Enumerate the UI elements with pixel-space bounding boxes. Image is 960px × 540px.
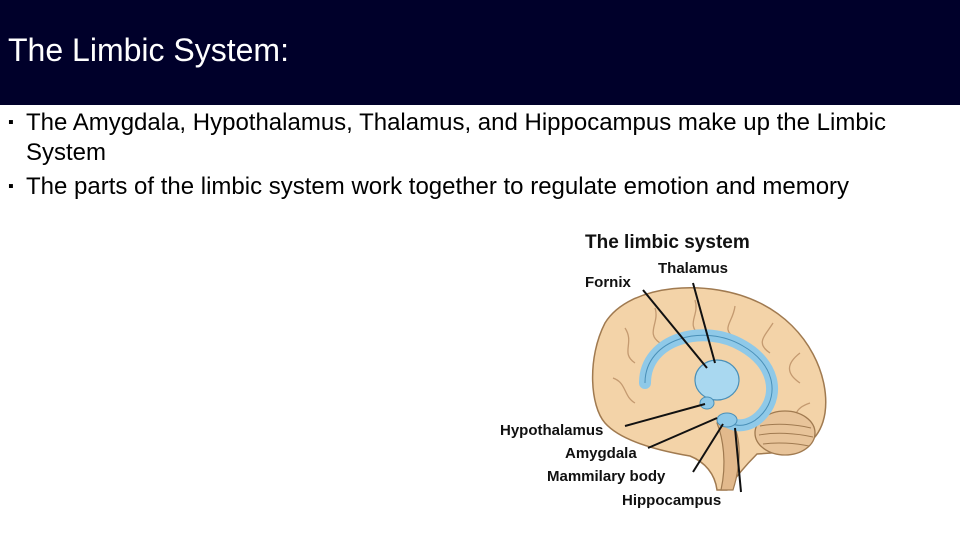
cerebellum-folds	[758, 423, 814, 447]
label-mammilary-body: Mammilary body	[547, 468, 666, 485]
bullet-list: ▪ The Amygdala, Hypothalamus, Thalamus, …	[8, 108, 953, 206]
bullet-text: The Amygdala, Hypothalamus, Thalamus, an…	[26, 109, 887, 166]
figure-title: The limbic system	[585, 232, 750, 253]
limbic-system-figure: The limbic system Fornix Thalamus Hypoth…	[495, 228, 835, 518]
bullet-item: ▪ The parts of the limbic system work to…	[8, 172, 953, 202]
label-hypothalamus: Hypothalamus	[500, 422, 603, 439]
thalamus-shape	[694, 359, 740, 401]
bullet-text: The parts of the limbic system work toge…	[26, 173, 850, 200]
brainstem	[716, 417, 740, 491]
leader-lines	[624, 282, 742, 493]
amygdala-shape	[716, 412, 738, 428]
bullet-square-icon: ▪	[8, 114, 14, 131]
bullet-item: ▪ The Amygdala, Hypothalamus, Thalamus, …	[8, 108, 953, 168]
label-fornix: Fornix	[585, 274, 631, 291]
label-amygdala: Amygdala	[565, 445, 637, 462]
label-hippocampus: Hippocampus	[622, 492, 721, 509]
hypothalamus-shape	[699, 396, 715, 410]
brain-diagram: The limbic system Fornix Thalamus Hypoth…	[500, 232, 827, 509]
slide-title: The Limbic System:	[8, 32, 289, 68]
bullet-square-icon: ▪	[8, 178, 14, 195]
limbic-ring-outline	[644, 334, 773, 426]
label-thalamus: Thalamus	[658, 260, 728, 277]
title-bar: The Limbic System:	[0, 0, 960, 105]
